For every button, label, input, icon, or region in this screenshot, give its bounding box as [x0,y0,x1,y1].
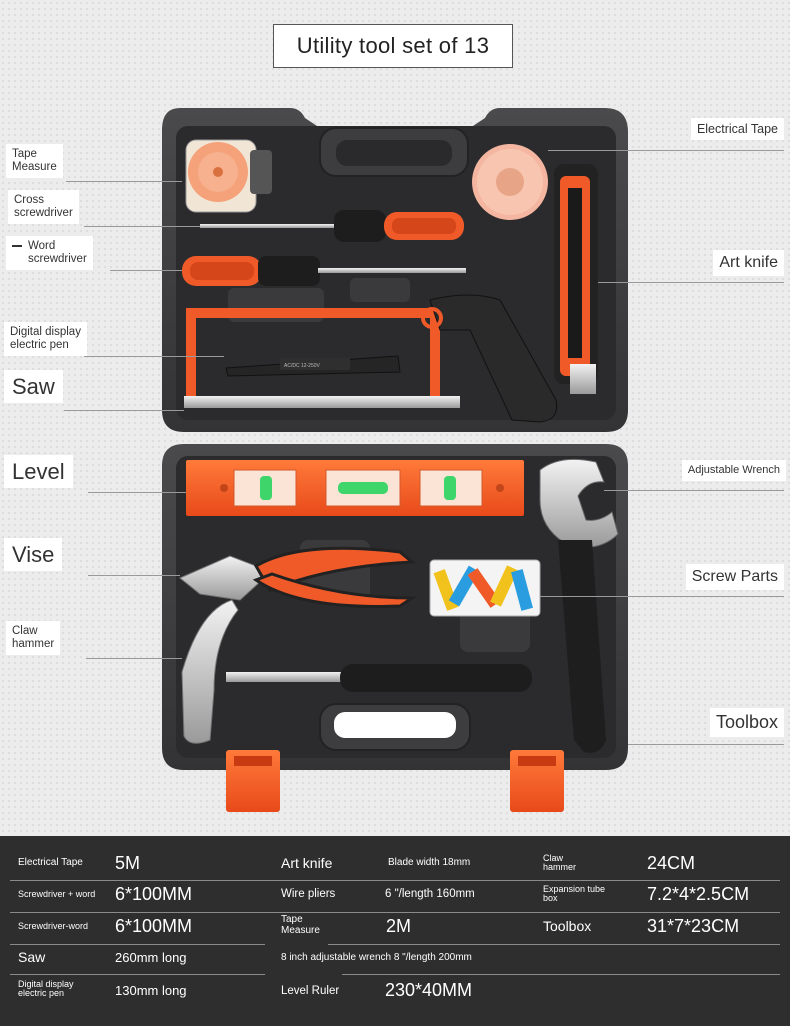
leader-line [628,744,784,745]
spec-cell: 8 inch adjustable wrench 8 "/length 200m… [281,952,472,963]
leader-line [598,282,784,283]
leader-line [66,181,182,182]
leader-line [84,356,224,357]
leader-line [88,575,180,576]
leader-line [84,226,200,227]
spec-cell: 6*100MM [115,916,193,936]
latch-left [226,750,280,812]
latch-right [510,750,564,812]
row-divider [342,974,780,975]
label-screw-parts: Screw Parts [685,564,784,591]
label-digital-pen: Digital display electric pen [4,322,87,357]
leader-line [64,410,184,411]
spec-cell: Screwdriver + word [18,889,96,899]
row-divider [10,944,265,945]
label-adjustable-wrench: Adjustable Wrench [681,460,786,481]
claw-hammer-tool [181,599,532,744]
dash-icon [12,245,22,247]
spec-cell: Claw hammer [543,853,577,873]
label-vise: Vise [4,538,63,572]
leader-line [88,492,186,493]
label-claw-hammer: Claw hammer [6,621,61,656]
tape-measure-tool [185,139,272,213]
digital-pen-tool: AC/DC 12-250V [225,355,401,377]
row-divider [10,974,265,975]
adjustable-wrench-tool [539,458,619,753]
label-word-screwdriver: Word screwdriver [6,236,93,271]
spec-cell: 31*7*23CM [647,916,740,936]
screw-parts-box [429,559,541,617]
spec-cell: 6 "/length 160mm [385,888,475,900]
label-level: Level [4,455,73,489]
row-divider [10,880,780,881]
leader-line [604,490,784,491]
spec-table: Electrical Tape 5M Art knife Blade width… [0,836,790,1026]
label-electrical-tape: Electrical Tape [690,118,784,141]
spec-cell: 24CM [647,853,696,873]
leader-line [110,270,182,271]
spec-cell: Electrical Tape [18,857,83,868]
spec-cell: 7.2*4*2.5CM [647,884,750,904]
pliers-tool [179,546,417,608]
spec-cell: Expansion tube box [543,884,606,904]
saw-tool [184,294,558,423]
label-tape-measure: Tape Measure [6,144,63,179]
spec-cell: Wire pliers [281,888,336,900]
spec-cell: 6*100MM [115,884,193,904]
label-toolbox: Toolbox [709,708,784,737]
word-screwdriver-tool [182,256,466,286]
spec-cell: 5M [115,853,141,873]
electrical-tape-tool [472,144,548,220]
spec-cell: Art knife [281,855,333,871]
toolbox-illustration: AC/DC 12-250V [162,108,628,812]
label-saw: Saw [4,370,63,404]
spec-cell: Toolbox [543,918,592,934]
spec-cell: 130mm long [115,983,187,998]
spec-cell: 260mm long [115,950,187,965]
cross-screwdriver-tool [200,210,464,242]
leader-line [548,150,784,151]
spec-cell: Saw [18,949,46,965]
spec-cell: 2M [386,916,412,936]
spec-cell: Level Ruler [281,985,340,997]
leader-line [86,658,182,659]
leader-line [540,596,784,597]
spec-cell: 230*40MM [385,980,473,1000]
art-knife-tool [554,164,598,394]
page-title: Utility tool set of 13 [273,24,513,68]
pen-label: AC/DC 12-250V [284,363,321,369]
label-cross-screwdriver: Cross screwdriver [8,190,79,225]
spec-cell: Screwdriver-word [18,921,89,931]
label-art-knife: Art knife [713,250,784,277]
spec-cell: Tape Measure [281,914,320,936]
level-tool [186,460,524,516]
row-divider [10,912,780,913]
spec-cell: Digital display electric pen [18,979,74,999]
row-divider [328,944,780,945]
spec-cell: Blade width 18mm [388,857,471,868]
